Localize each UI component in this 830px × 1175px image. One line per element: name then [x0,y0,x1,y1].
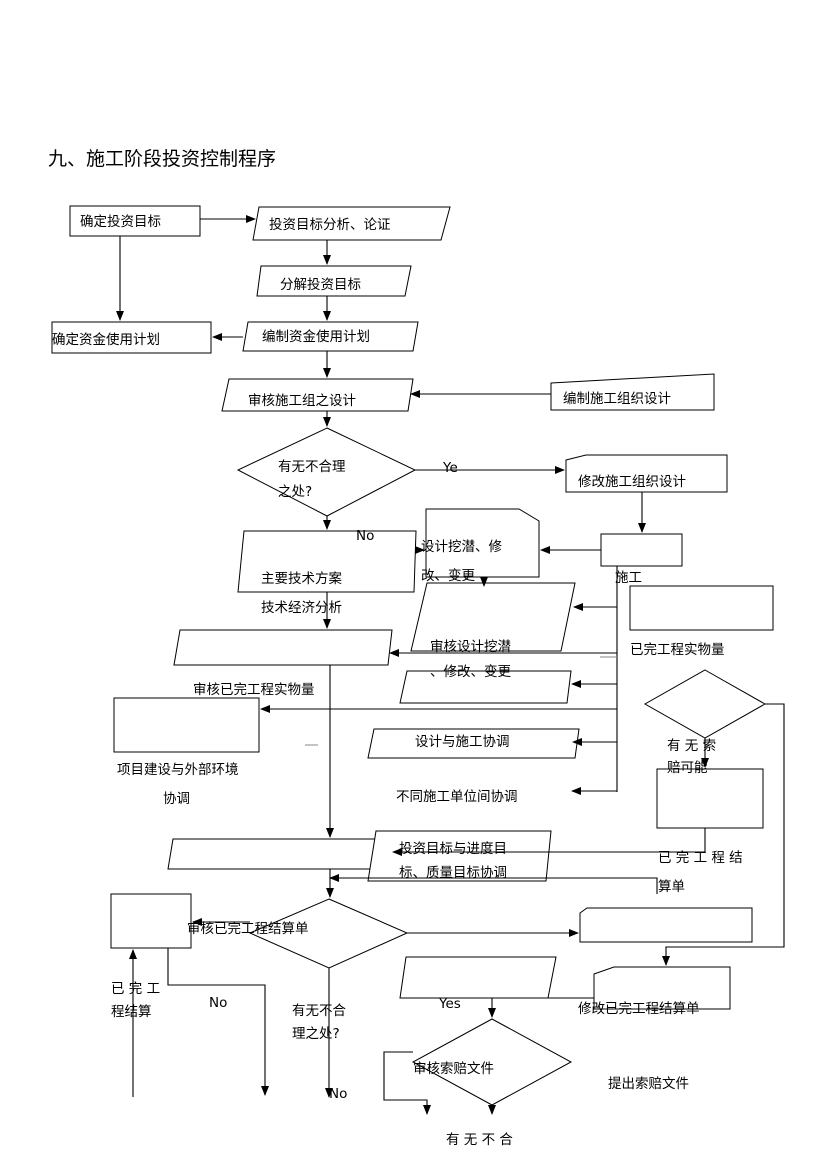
box-main-tech-plan [237,530,417,593]
box-analyze-target [252,206,451,241]
label-compile-construction-design: 编制施工组织设计 [563,391,671,407]
label-design-construction-coordination: 设计与施工协调 [415,734,510,750]
label-confirm-target: 确定投资目标 [80,214,161,230]
label-yes-1: Ye [442,460,458,476]
label-completed-settlement-1: 已 完 工 程 结 [658,850,743,866]
label-unreasonable-1: 有无不合理 [278,459,346,475]
label-no-3: No [329,1086,347,1102]
page-title: 九、施工阶段投资控制程序 [48,148,277,170]
label-modify-construction-design: 修改施工组织设计 [578,474,686,490]
label-review-settlement: 审核已完工程结算单 [187,921,309,937]
label-unreasonable-2: 之处? [278,484,312,500]
label-decompose-target: 分解投资目标 [280,277,361,293]
box-design-construction-coordination [367,728,580,759]
label-claim-possible-2: 赔可能 [667,760,708,776]
label-unreasonable-3: 有无不合 [292,1003,346,1019]
label-compile-fund-plan: 编制资金使用计划 [262,328,370,345]
label-modify-settlement: 修改已完工程结算单 [578,1001,700,1017]
box-construction [600,533,683,567]
label-completed-quantity: 已完工程实物量 [630,642,725,658]
box-confirm-target [69,205,201,237]
label-review-design-tapping-2: 、修改、变更 [430,664,511,680]
label-construction: 施工 [615,570,642,586]
label-tech-econ-analysis: 技术经济分析 [261,600,342,616]
box-parallelogram-lower [399,956,557,999]
label-review-design-tapping-1: 审核设计挖潜 [430,639,511,655]
box-review-completed-quantity [173,629,393,666]
label-unreasonable-5: 有 无 不 合 [446,1132,513,1148]
label-claim-possible-1: 有 无 索 [667,738,716,754]
label-submit-claim: 提出索赔文件 [608,1076,689,1092]
box-review-construction-design [221,378,414,412]
box-modify-change [399,670,572,704]
box-modify-construction-design [565,454,728,493]
box-modify-settlement [593,966,731,1010]
box-confirm-fund-plan [51,321,212,354]
label-unreasonable-4: 理之处? [292,1026,340,1042]
box-completed-quantity [629,585,774,631]
box-design-tapping [425,508,540,578]
label-external-coordination-1: 项目建设与外部环境 [117,762,239,778]
box-review-design-tapping [410,582,576,652]
label-no-1: No [356,528,374,544]
label-design-tapping-1: 设计挖潜、修 [421,539,502,555]
label-external-coordination-2: 协调 [163,791,190,807]
label-main-tech-plan: 主要技术方案 [261,570,342,587]
label-settlement-left-1: 已 完 工 [111,981,160,997]
box-compile-construction-design [550,373,715,411]
box-settlement-right [579,907,753,943]
box-decompose-target [256,265,412,297]
box-settlement-left [110,893,192,949]
label-design-tapping-2: 改、变更 [421,568,475,584]
label-completed-settlement-2: 算单 [658,879,685,895]
label-confirm-fund-plan: 确定资金使用计划 [52,331,160,348]
diamond-claim-possible [643,669,767,739]
box-external-coordination [113,697,260,753]
label-settlement-left-2: 程结算 [111,1004,152,1020]
label-target-coordination-1: 投资目标与进度目 [399,841,507,857]
box-completed-settlement [656,768,764,829]
label-yes-2: Yes [438,996,461,1012]
label-inter-unit-coordination: 不同施工单位间协调 [396,789,518,805]
box-compile-fund-plan [242,321,419,352]
label-no-2: No [209,995,227,1011]
label-target-coordination-2: 标、质量目标协调 [399,865,507,881]
label-analyze-target: 投资目标分析、论证 [269,217,391,233]
connectors [116,215,785,1115]
label-review-construction-design: 审核施工组之设计 [248,393,356,409]
box-review-settlement-left [167,838,393,870]
box-target-coordination [367,830,552,882]
label-review-completed-quantity: 审核已完工程实物量 [193,682,315,698]
label-review-claim: 审核索赔文件 [413,1061,494,1077]
